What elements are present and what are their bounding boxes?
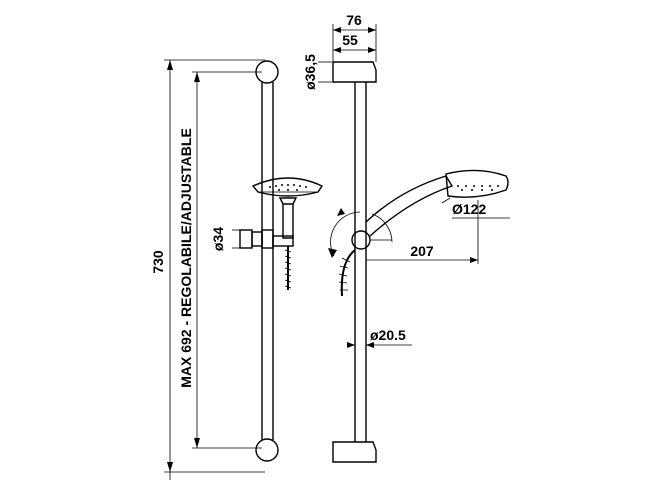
side-shower-arm bbox=[365, 175, 454, 237]
total-height-label: 730 bbox=[150, 250, 166, 274]
arm-reach-label: 207 bbox=[410, 243, 434, 259]
bracket-depth-label: 55 bbox=[342, 32, 358, 48]
front-slider: ø34 bbox=[210, 227, 294, 251]
bracket-width-label: 76 bbox=[346, 12, 362, 28]
bottom-end-knob bbox=[255, 438, 279, 462]
head-diameter-label: Ø122 bbox=[452, 201, 486, 217]
side-shower-head bbox=[445, 169, 509, 198]
top-end-knob bbox=[255, 60, 279, 84]
front-shower-head bbox=[251, 177, 324, 239]
side-hose bbox=[340, 249, 356, 297]
bar-diameter-label: ø20.5 bbox=[370, 327, 406, 343]
bottom-wall-bracket bbox=[332, 441, 377, 463]
slider-diameter-label: ø34 bbox=[210, 227, 226, 251]
adjustable-label: MAX 692 - REGOLABILE/ADJUSTABLE bbox=[178, 128, 194, 388]
side-view: 76 55 ø36,5 bbox=[302, 12, 510, 463]
front-view: 730 MAX 692 - REGOLABILE/ADJUSTABLE bbox=[150, 59, 324, 480]
top-wall-bracket bbox=[332, 61, 377, 83]
bracket-diameter-label: ø36,5 bbox=[302, 54, 318, 90]
